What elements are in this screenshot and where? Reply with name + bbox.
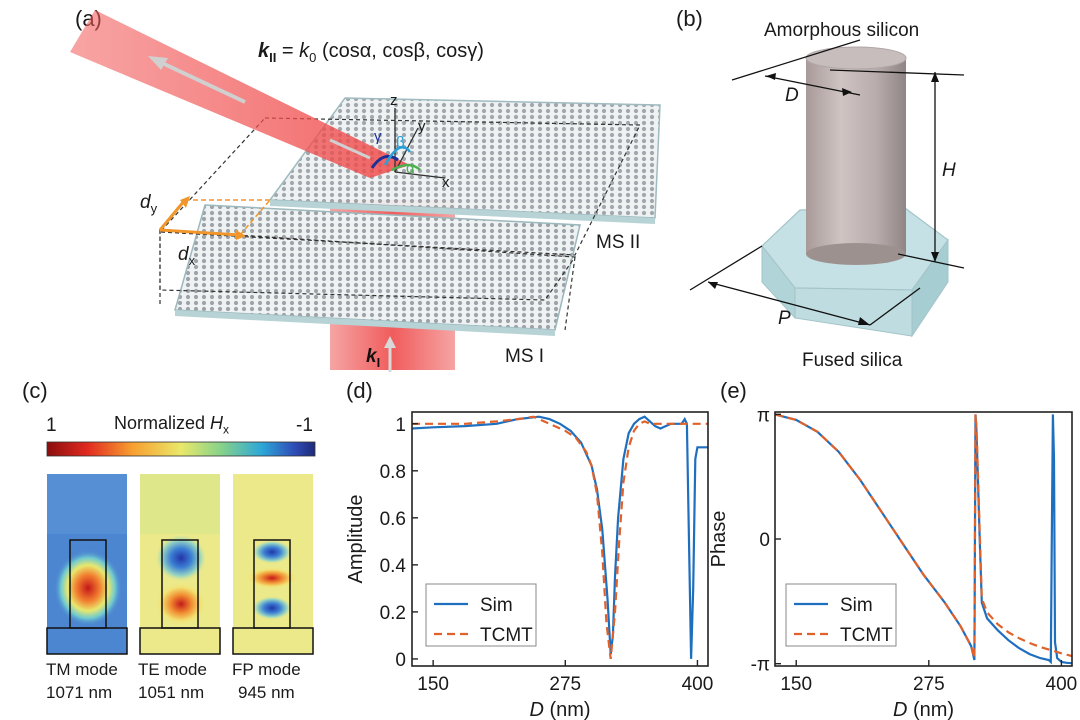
colorbar-title: Normalized Hx — [114, 413, 229, 437]
axis-z: z — [390, 92, 398, 109]
te-mode-wavelength: 1051 nm — [138, 683, 205, 702]
phase-xlabel: D (nm) — [893, 699, 954, 720]
tm-mode-name: TM mode — [46, 660, 118, 679]
amplitude-ytick-label: 0.2 — [380, 603, 406, 624]
amplitude-legend-label: Sim — [480, 595, 513, 616]
direction-cosines: (cosα, cosβ, cosγ) — [316, 40, 484, 62]
k-subscript: II — [269, 50, 277, 65]
fp-mode-wavelength: 945 nm — [238, 683, 295, 702]
dy-symbol: d — [140, 192, 151, 213]
angle-alpha: α — [406, 160, 415, 177]
k-in-label: kI — [366, 346, 380, 370]
dx-sub: x — [188, 252, 196, 268]
amplitude-ylabel: Amplitude — [345, 495, 367, 584]
k-out-formula: kII = k0 (cosα, cosβ, cosγ) — [258, 40, 484, 65]
fused-silica-label: Fused silica — [802, 350, 903, 371]
dx-symbol: d — [178, 244, 189, 265]
dim-D: D — [785, 85, 799, 106]
phase-legend-label: Sim — [840, 595, 873, 616]
axis-y: y — [418, 118, 426, 135]
k-symbol: k — [258, 40, 270, 62]
phase-series-tcmt — [774, 413, 1073, 659]
angle-beta: β — [396, 134, 405, 151]
amplitude-xtick-label: 400 — [682, 674, 714, 695]
te-mode-name: TE mode — [138, 660, 207, 679]
output-beam — [70, 10, 410, 178]
amplitude-legend-label: TCMT — [480, 625, 533, 646]
colorbar-min: 1 — [46, 415, 57, 436]
amplitude-ytick-label: 0.4 — [380, 556, 407, 577]
amplitude-frame — [411, 411, 709, 667]
phase-legend-label: TCMT — [840, 625, 893, 646]
k0-subscript: 0 — [309, 50, 317, 65]
amplitude-series-sim — [411, 415, 708, 659]
amplitude-legend-box — [425, 583, 537, 647]
tm-mode-wavelength: 1071 nm — [46, 683, 113, 702]
equals: = — [276, 40, 300, 62]
panel-c-label: (c) — [22, 378, 48, 403]
colorbar — [46, 441, 316, 457]
panel-e-label: (e) — [720, 378, 747, 403]
phase-ytick-label: -π — [751, 655, 770, 676]
k-in-sub: I — [376, 354, 381, 370]
k-in-symbol: k — [366, 346, 377, 367]
fp-mode-name: FP mode — [232, 660, 301, 679]
ms2-label: MS II — [596, 232, 641, 253]
dy-label: dy — [140, 192, 157, 216]
phase-xtick-label: 150 — [780, 674, 812, 695]
amplitude-ytick-label: 0.6 — [380, 509, 406, 530]
dim-P: P — [778, 308, 791, 329]
axis-x: x — [442, 174, 450, 191]
amplitude-series-tcmt — [412, 415, 708, 660]
amplitude-ytick-label: 1 — [395, 415, 406, 436]
k0-symbol: k — [299, 40, 310, 62]
tm-mode-map — [46, 474, 128, 655]
phase-legend-box — [785, 583, 897, 647]
colorbar-title-var: H — [210, 413, 224, 433]
dy-sub: y — [150, 200, 158, 216]
phase-xtick-label: 275 — [913, 674, 945, 695]
phase-ylabel: Phase — [708, 511, 730, 568]
amplitude-xlabel: D (nm) — [529, 699, 590, 720]
phase-ytick-label: 0 — [759, 530, 770, 551]
colorbar-title-prefix: Normalized — [114, 413, 211, 433]
panel-b-label: (b) — [676, 6, 703, 31]
colorbar-title-sub: x — [223, 422, 230, 437]
amplitude-ytick-label: 0 — [395, 650, 406, 671]
amplitude-xtick-label: 275 — [549, 674, 581, 695]
dx-label: dx — [178, 244, 195, 268]
amplitude-ytick-label: 0.8 — [380, 462, 406, 483]
dim-H: H — [942, 160, 956, 181]
amplitude-xtick-label: 150 — [417, 674, 449, 695]
colorbar-max: -1 — [296, 415, 313, 436]
fp-mode-map — [232, 474, 314, 655]
te-mode-map — [139, 474, 221, 655]
phase-ytick-label: π — [757, 405, 770, 426]
phase-xtick-label: 400 — [1046, 674, 1078, 695]
ms1-label: MS I — [505, 346, 545, 367]
panel-d-label: (d) — [346, 378, 373, 403]
angle-gamma: γ — [374, 128, 382, 145]
amorphous-silicon-label: Amorphous silicon — [764, 20, 920, 41]
